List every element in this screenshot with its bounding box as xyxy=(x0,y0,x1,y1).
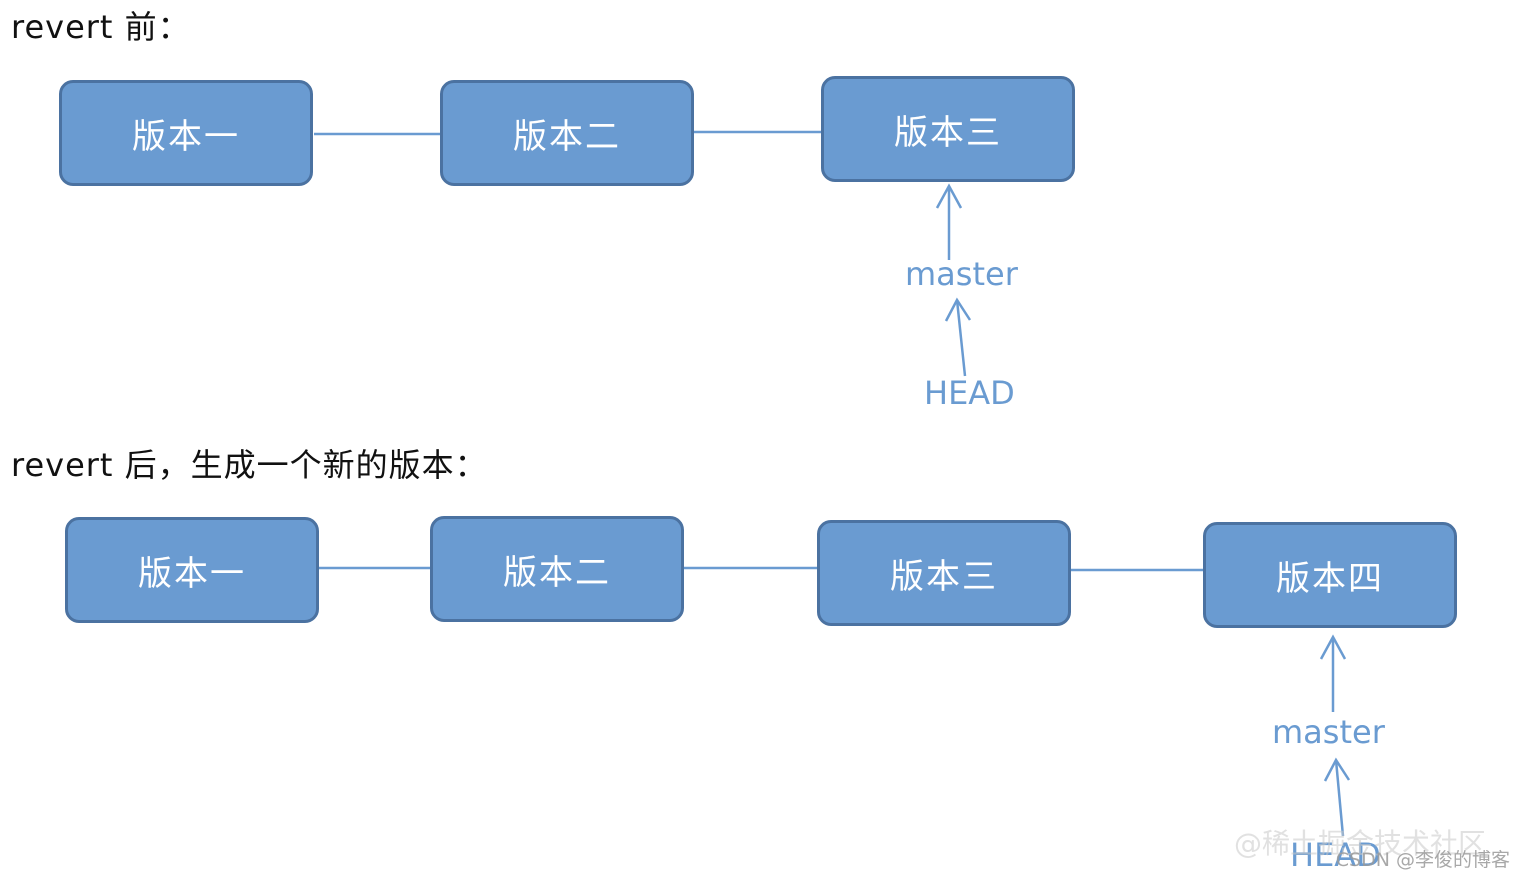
watermark-primary: CSDN @李俊的博客 xyxy=(1335,849,1510,871)
before-head-label: HEAD xyxy=(924,374,1015,412)
after-version-2-label: 版本二 xyxy=(503,552,611,593)
before-head-arrow xyxy=(944,297,972,377)
before-master-label: master xyxy=(905,255,1018,293)
after-version-1-label: 版本一 xyxy=(138,553,246,594)
before-version-1-node: 版本一 xyxy=(59,80,313,186)
after-version-3-label: 版本三 xyxy=(890,556,998,597)
after-section-title: revert 后，生成一个新的版本： xyxy=(11,446,488,484)
watermark-secondary: @稀土掘金技术社区 xyxy=(1233,827,1486,860)
after-master-label: master xyxy=(1272,713,1385,751)
before-section-title: revert 前： xyxy=(11,8,191,46)
before-version-2-label: 版本二 xyxy=(513,116,621,157)
after-version-1-node: 版本一 xyxy=(65,517,319,623)
after-head-label: HEAD xyxy=(1290,836,1381,874)
before-version-2-node: 版本二 xyxy=(440,80,694,186)
after-version-3-node: 版本三 xyxy=(817,520,1071,626)
before-master-arrow xyxy=(935,183,963,260)
after-master-arrow xyxy=(1319,634,1347,712)
after-version-2-node: 版本二 xyxy=(430,516,684,622)
after-version-4-label: 版本四 xyxy=(1276,558,1384,599)
after-head-arrow xyxy=(1323,757,1351,837)
before-version-3-label: 版本三 xyxy=(894,112,1002,153)
before-version-1-label: 版本一 xyxy=(132,116,240,157)
before-version-3-node: 版本三 xyxy=(821,76,1075,182)
after-version-4-node: 版本四 xyxy=(1203,522,1457,628)
